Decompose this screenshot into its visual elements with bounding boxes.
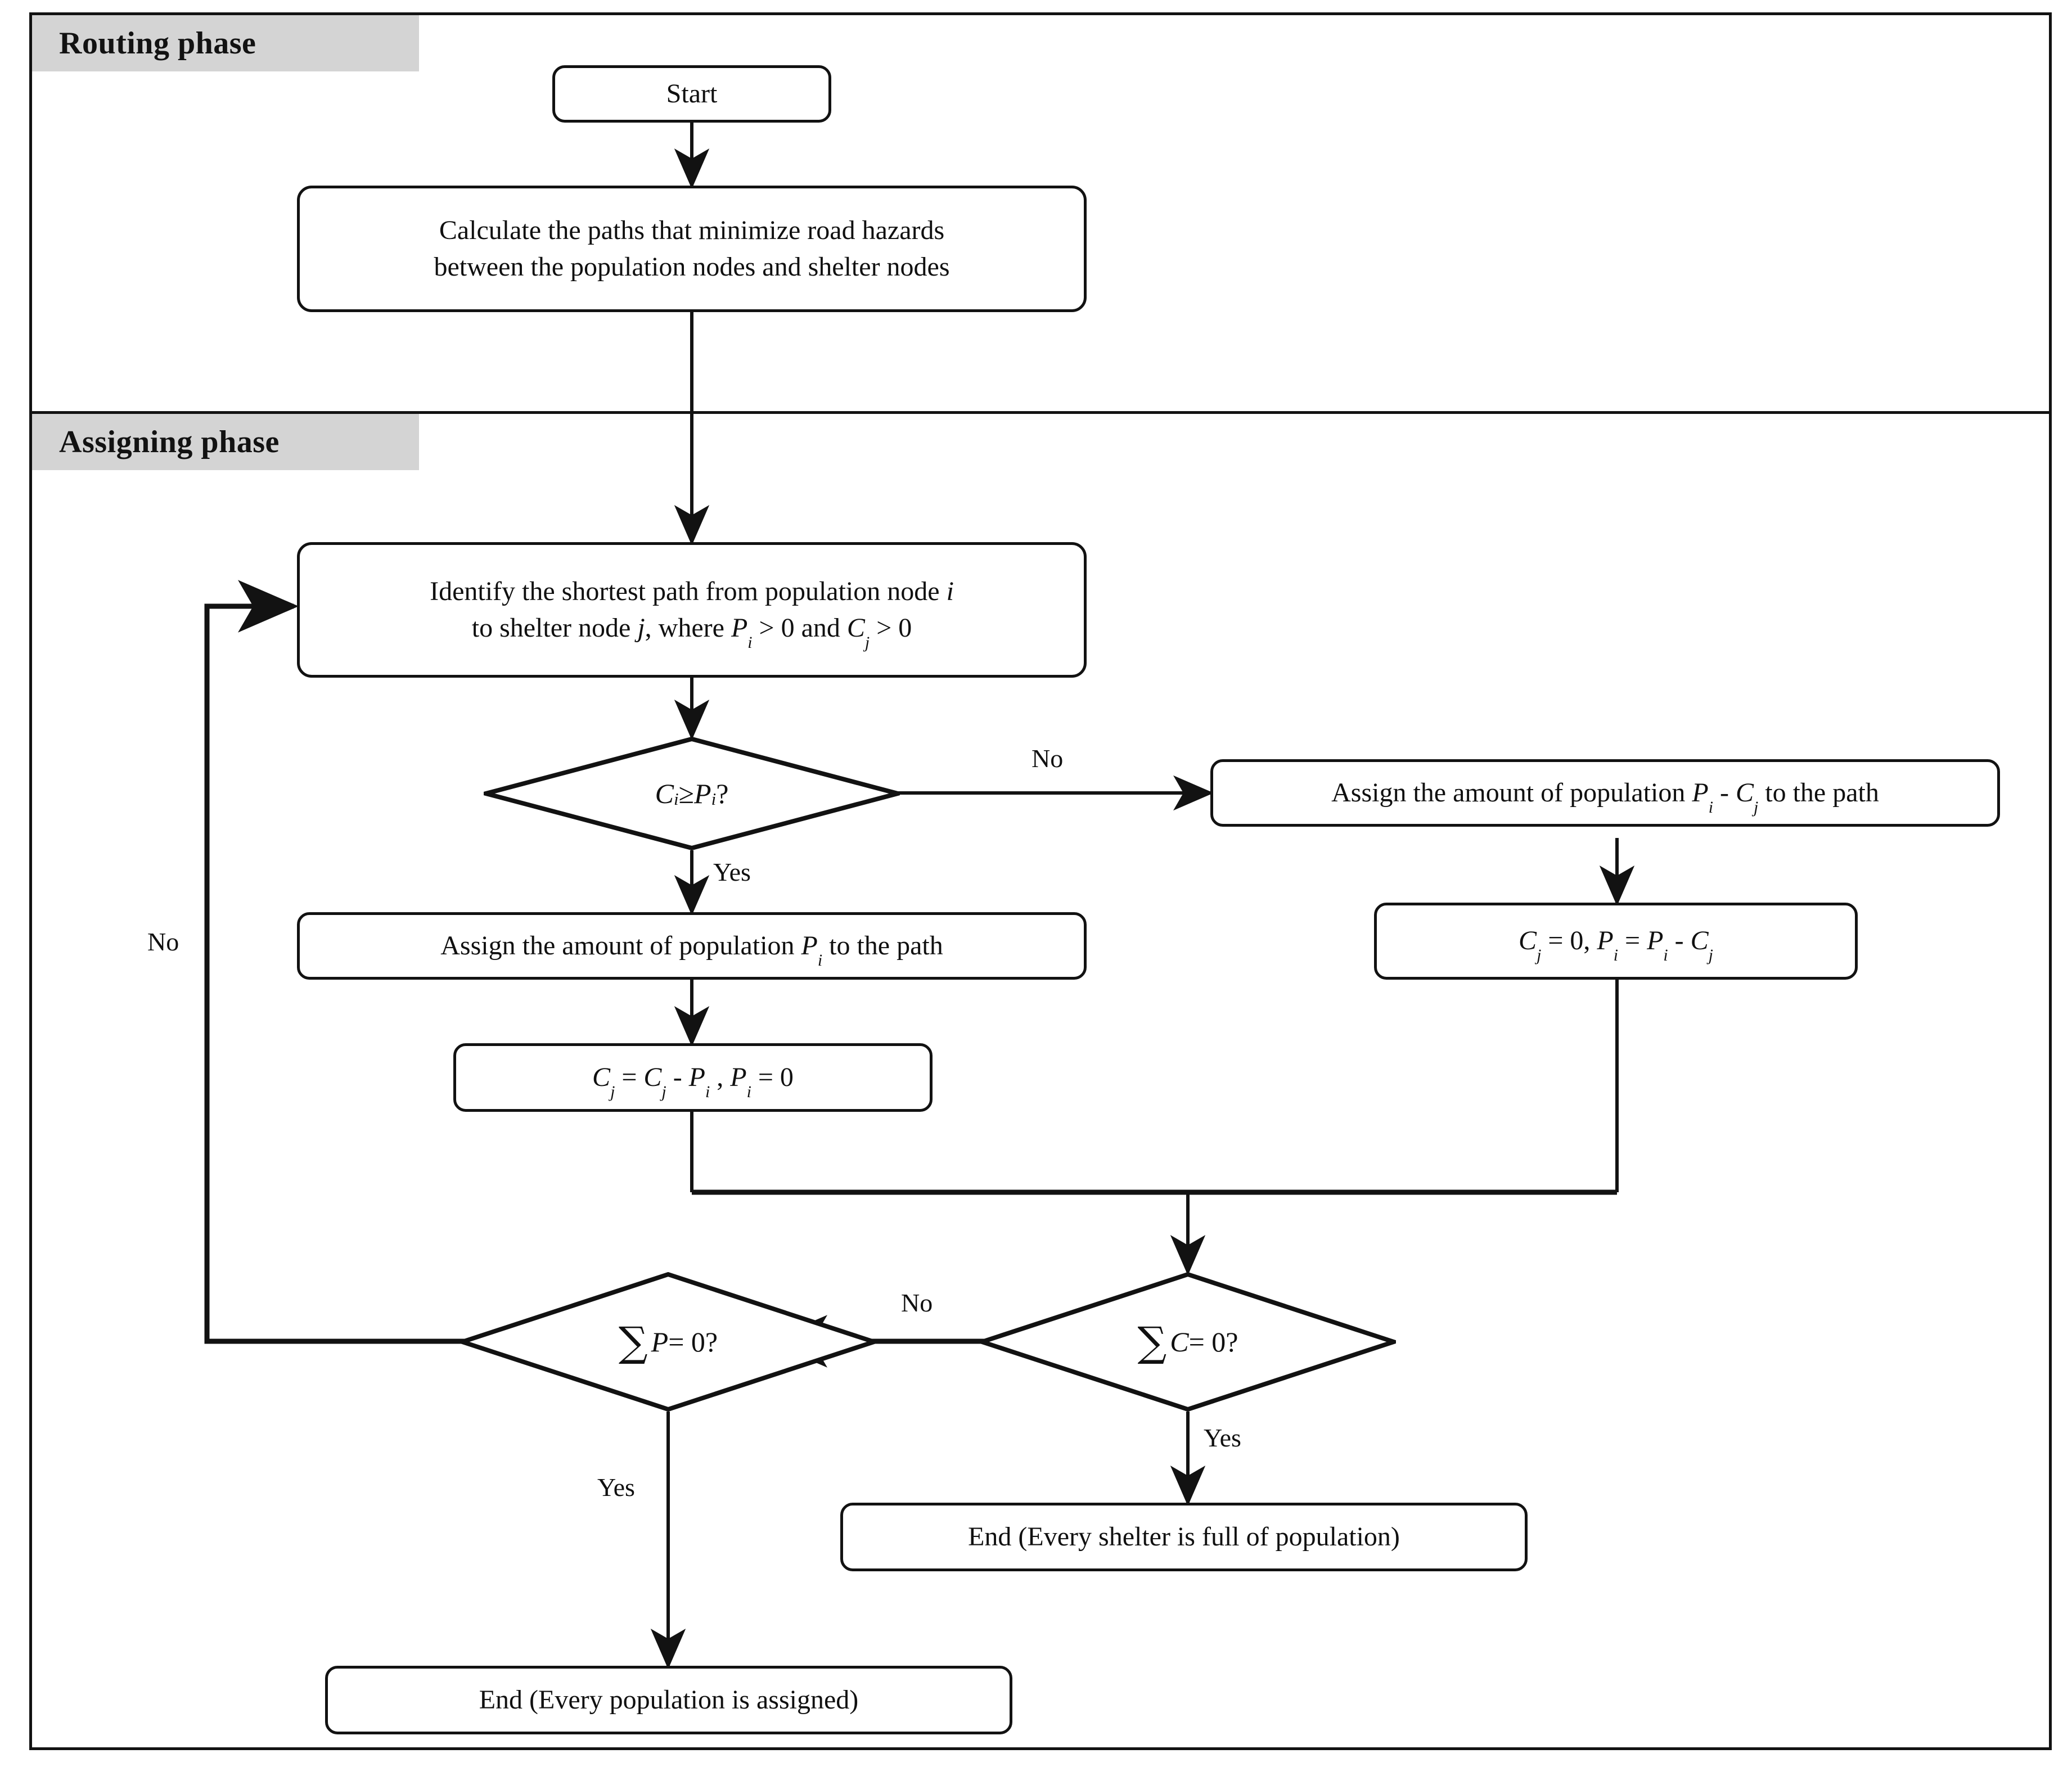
diagram-frame [29,12,2052,1750]
edge-label-capacity-yes: Yes [713,858,751,886]
node-reset-cj-label: Cj = 0, Pi = Pi - Cj [1519,926,1713,965]
node-start-label: Start [666,78,718,109]
node-assign-pi-minus-cj[interactable]: Assign the amount of population Pi - Cj … [1210,759,2000,827]
edge-sum-p-no-feedback-loop [204,580,565,1344]
node-decision-capacity[interactable]: Ci ≥ Pi ? [484,737,900,850]
node-calculate-paths[interactable]: Calculate the paths that minimize road h… [297,186,1087,312]
phase-divider [29,411,2052,414]
node-end-population-label: End (Every population is assigned) [479,1684,859,1715]
edge-label-sum-c-yes: Yes [1204,1423,1241,1452]
edge-label-sum-p-yes: Yes [597,1473,635,1502]
node-update-cj-label: Cj = Cj - Pi , Pi = 0 [592,1062,794,1101]
node-update-cj[interactable]: Cj = Cj - Pi , Pi = 0 [453,1043,933,1112]
node-end-shelter-label: End (Every shelter is full of population… [968,1521,1400,1552]
node-decision-sum-c[interactable]: ∑C = 0? [980,1272,1396,1412]
phase-banner-assigning: Assigning phase [32,414,419,470]
edge-label-capacity-no: No [1032,744,1064,773]
edge-label-sum-c-no: No [901,1288,933,1317]
node-end-shelter[interactable]: End (Every shelter is full of population… [840,1503,1528,1571]
node-reset-cj[interactable]: Cj = 0, Pi = Pi - Cj [1374,903,1858,980]
node-identify-path-label: Identify the shortest path from populati… [430,576,954,652]
node-identify-path[interactable]: Identify the shortest path from populati… [297,542,1087,678]
node-calculate-paths-label: Calculate the paths that minimize road h… [434,215,950,282]
node-decision-sum-p[interactable]: ∑P = 0? [460,1272,876,1412]
node-start[interactable]: Start [552,65,831,123]
phase-banner-assigning-label: Assigning phase [59,425,280,459]
node-assign-pi-label: Assign the amount of population Pi to th… [440,930,943,970]
phase-banner-routing: Routing phase [32,15,419,71]
edge-label-loop-no: No [147,927,179,956]
node-assign-pi-minus-cj-label: Assign the amount of population Pi - Cj … [1331,777,1879,817]
phase-banner-routing-label: Routing phase [59,26,256,61]
node-assign-pi[interactable]: Assign the amount of population Pi to th… [297,912,1087,980]
node-end-population[interactable]: End (Every population is assigned) [325,1666,1012,1734]
